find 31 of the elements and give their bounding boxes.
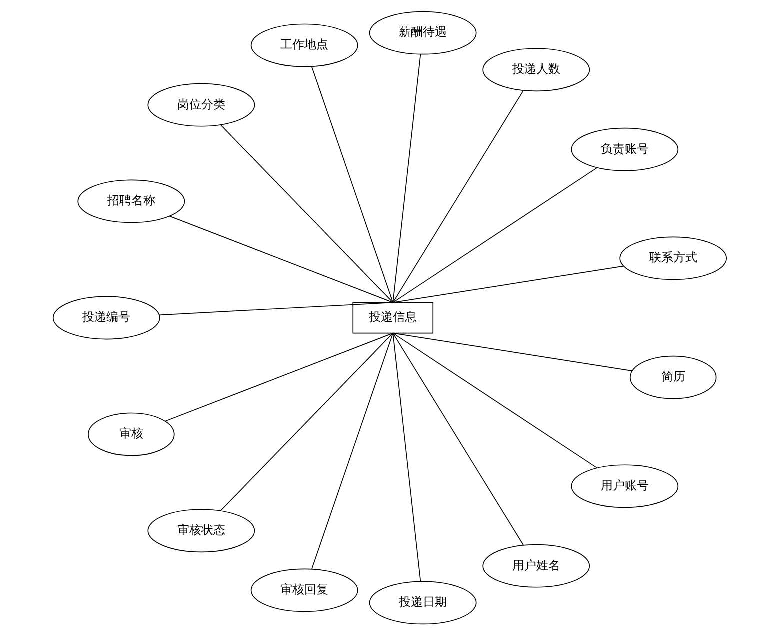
connector (392, 332, 422, 582)
node-ellipse: 审核状态 (148, 509, 256, 553)
node-ellipse: 投递编号 (52, 296, 160, 340)
node-ellipse: 投递人数 (482, 48, 590, 92)
node-ellipse: 岗位分类 (148, 83, 256, 127)
connector (164, 332, 394, 422)
connector (392, 90, 524, 304)
connector (392, 54, 422, 304)
connector (159, 302, 394, 316)
node-ellipse: 投递日期 (369, 581, 477, 625)
node-ellipse: 联系方式 (620, 236, 728, 280)
connector (312, 332, 394, 570)
node-ellipse: 工作地点 (250, 24, 358, 68)
connector (392, 332, 524, 546)
node-ellipse: 简历 (630, 356, 717, 400)
connector (312, 66, 394, 304)
node-ellipse: 负责账号 (571, 128, 679, 172)
node-ellipse: 审核回复 (250, 568, 358, 612)
node-ellipse: 用户姓名 (482, 544, 590, 588)
node-ellipse: 招聘名称 (78, 180, 186, 224)
connector (392, 266, 624, 304)
connector (392, 332, 633, 372)
connector (169, 216, 394, 304)
connector (392, 332, 598, 468)
connector (220, 332, 394, 512)
node-ellipse: 审核 (88, 412, 175, 456)
connector (220, 124, 394, 304)
node-box: 投递信息 (352, 302, 434, 334)
connector (392, 168, 598, 304)
node-ellipse: 薪酬待遇 (369, 11, 477, 55)
node-ellipse: 用户账号 (571, 464, 679, 508)
